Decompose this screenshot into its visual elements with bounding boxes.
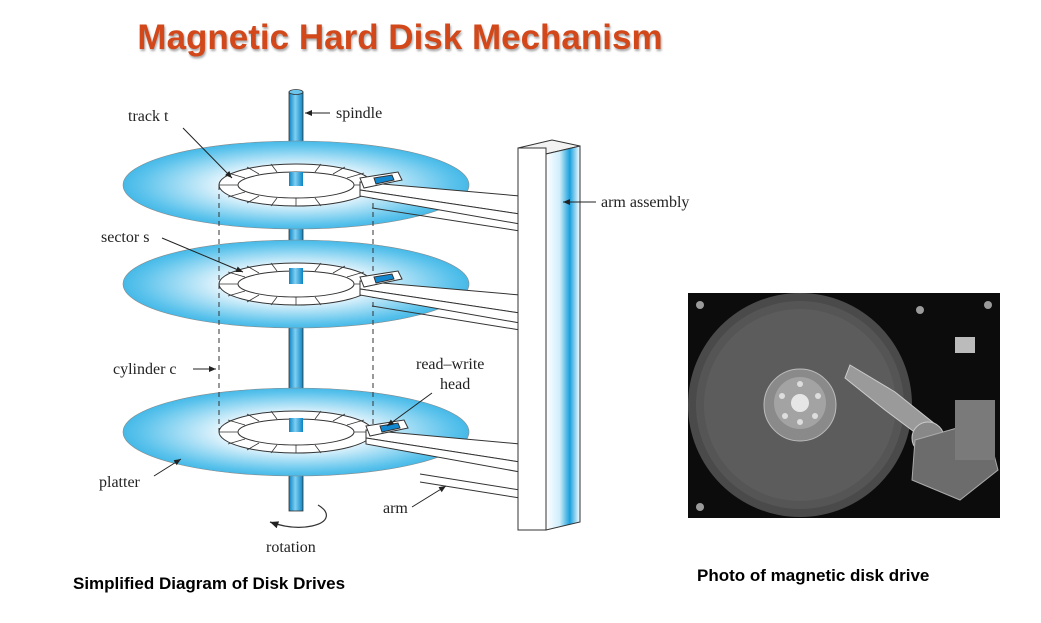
arms [359, 181, 521, 499]
label-head: head [440, 376, 470, 393]
label-arm: arm [383, 500, 408, 517]
label-rotation: rotation [266, 539, 316, 556]
leader-track [182, 127, 233, 179]
svg-text:sector s: sector s [101, 229, 149, 246]
label-read-write: read–write [416, 356, 484, 373]
rotation-arrow [269, 504, 327, 529]
platter-top [122, 140, 470, 230]
label-track-var: t [164, 108, 169, 125]
platter-bottom [122, 387, 470, 477]
caption-diagram: Simplified Diagram of Disk Drives [73, 574, 346, 593]
label-sector: sector [101, 229, 143, 246]
label-track: track [128, 108, 164, 125]
leader-platter [153, 458, 182, 477]
platter-middle [122, 239, 470, 329]
label-platter: platter [99, 474, 141, 491]
label-cylinder: cylinder [113, 361, 169, 378]
disk-drive-photo [688, 293, 1000, 518]
slide-title: Magnetic Hard Disk Mechanism [137, 18, 663, 57]
read-write-heads [359, 171, 409, 437]
leader-arm [411, 485, 447, 508]
arm-assembly [517, 139, 581, 531]
label-spindle: spindle [336, 105, 382, 122]
leader-sector [161, 237, 244, 273]
label-cylinder-var: c [169, 361, 176, 378]
caption-photo: Photo of magnetic disk drive [697, 566, 930, 585]
svg-text:track t: track t [128, 108, 169, 125]
leader-read-write-head [386, 392, 433, 427]
spindle-bottom [288, 474, 304, 512]
label-sector-var: s [143, 229, 149, 246]
label-arm-assembly: arm assembly [601, 194, 689, 211]
svg-text:cylinder c: cylinder c [113, 361, 177, 378]
